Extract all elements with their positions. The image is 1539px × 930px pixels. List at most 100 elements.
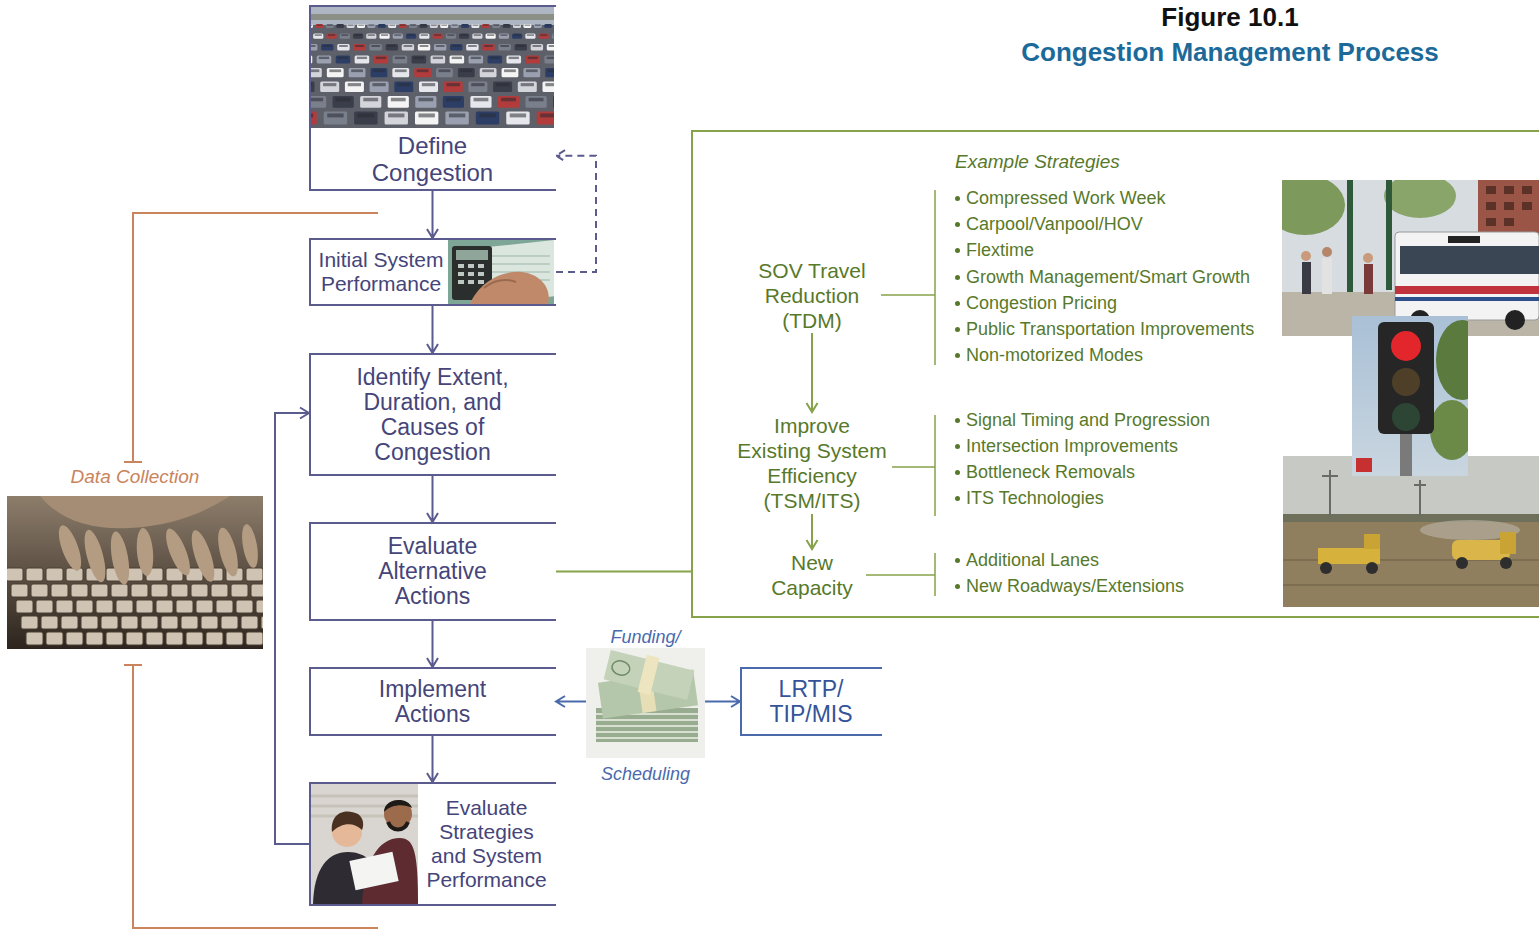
traffic-cars: [502, 68, 519, 77]
strategy-item: Carpool/Vanpool/HOV: [966, 213, 1276, 235]
traffic-cars: [525, 25, 531, 26]
keyboard-keys: [231, 584, 248, 597]
traffic-light-photo: [1352, 316, 1468, 476]
traffic-light-photo: [1436, 320, 1468, 400]
traffic-cars: [526, 69, 538, 72]
node-text: SOV Travel Reduction (TDM): [747, 257, 877, 333]
keyboard-keys: [91, 584, 108, 597]
bus-photo: [1302, 262, 1311, 294]
traffic-cars: [419, 24, 427, 28]
node-text: Initial System Performance: [314, 240, 448, 304]
traffic-cars: [516, 45, 525, 47]
traffic-cars: [471, 83, 484, 86]
flow-arrow: [807, 333, 818, 412]
keyboard-keys: [136, 600, 153, 613]
traffic-cars: [509, 57, 519, 59]
traffic-cars: [535, 25, 541, 26]
keyboard-keys: [31, 584, 48, 597]
people-photo: [311, 784, 418, 904]
traffic-cars: [447, 83, 460, 86]
keyboard-keys: [146, 632, 163, 645]
traffic-light-photo: [1392, 368, 1420, 396]
keyboard-photo: [214, 526, 242, 578]
traffic-cars: [395, 57, 405, 59]
strategy-bracket: [934, 415, 936, 516]
traffic-photo: [311, 7, 554, 128]
strategy-bracket: [866, 190, 935, 596]
traffic-cars: [366, 34, 376, 39]
traffic-cars: [371, 45, 380, 47]
keyboard-keys: [86, 632, 103, 645]
keyboard-keys: [61, 616, 78, 629]
keyboard-keys: [216, 600, 233, 613]
calculator-photo: [448, 240, 554, 304]
traffic-cars: [415, 112, 438, 125]
keyboard-keys: [251, 584, 263, 597]
traffic-cars: [506, 112, 529, 125]
traffic-cars: [345, 82, 364, 93]
traffic-cars: [420, 45, 429, 47]
traffic-cars: [434, 44, 446, 51]
construction-photo: [1364, 534, 1380, 549]
node-text: Implement Actions: [357, 669, 508, 734]
keyboard-keys: [161, 616, 178, 629]
process-box: Implement Actions: [309, 667, 556, 736]
traffic-cars: [450, 56, 465, 64]
traffic-cars: [412, 56, 427, 64]
keyboard-keys: [186, 632, 203, 645]
keyboard-keys: [41, 616, 58, 629]
node-text: LRTP/ TIP/MIS: [761, 669, 861, 734]
process-box: Evaluate Alternative Actions: [309, 522, 556, 621]
traffic-cars: [355, 45, 364, 47]
traffic-cars: [358, 113, 374, 117]
traffic-cars: [469, 56, 484, 64]
bullet-dot: [955, 558, 960, 563]
traffic-cars: [433, 34, 443, 39]
construction-photo: [1283, 522, 1539, 607]
traffic-cars: [545, 68, 554, 77]
node-text: Example Strategies: [955, 150, 1195, 174]
traffic-cars: [446, 34, 456, 39]
construction-photo: [1456, 557, 1468, 569]
traffic-cars: [421, 25, 427, 26]
bus-photo: [1347, 180, 1353, 310]
traffic-cars: [540, 34, 547, 36]
traffic-cars: [415, 96, 436, 108]
traffic-cars: [440, 24, 448, 28]
keyboard-keys: [46, 632, 63, 645]
calculator-photo: [470, 272, 549, 304]
traffic-light-photo: [1356, 458, 1372, 472]
keyboard-keys: [211, 584, 228, 597]
strategy-category: Improve Existing System Efficiency (TSM/…: [736, 412, 888, 514]
traffic-cars: [476, 112, 499, 125]
traffic-cars: [340, 34, 350, 39]
bus-photo: [1486, 190, 1532, 222]
traffic-cars: [354, 112, 377, 125]
keyboard-keys: [196, 600, 213, 613]
traffic-cars: [545, 83, 554, 86]
traffic-cars: [324, 112, 347, 125]
bullet-dot: [955, 353, 960, 358]
traffic-cars: [409, 24, 417, 28]
process-box: Initial System Performance: [309, 238, 556, 306]
traffic-cars: [311, 25, 312, 26]
calculator-photo: [458, 266, 484, 282]
bullet-dot: [955, 470, 960, 475]
traffic-cars: [327, 25, 333, 26]
traffic-cars: [436, 68, 453, 77]
traffic-cars: [392, 68, 409, 77]
keyboard-keys: [256, 600, 263, 613]
keyboard-keys: [111, 584, 128, 597]
strategy-item: Flextime: [966, 239, 1276, 261]
flow-arrow: [275, 408, 309, 845]
strategy-item: Public Transportation Improvements: [966, 318, 1276, 340]
traffic-cars: [499, 34, 509, 39]
people-photo: [332, 811, 363, 832]
strategy-item: ITS Technologies: [966, 487, 1276, 509]
node-text: Improve Existing System Efficiency (TSM/…: [736, 412, 888, 514]
traffic-cars: [358, 25, 364, 26]
keyboard-keys: [156, 600, 173, 613]
traffic-cars: [496, 83, 509, 86]
bus-photo: [1505, 310, 1525, 330]
keyboard-keys: [221, 616, 238, 629]
